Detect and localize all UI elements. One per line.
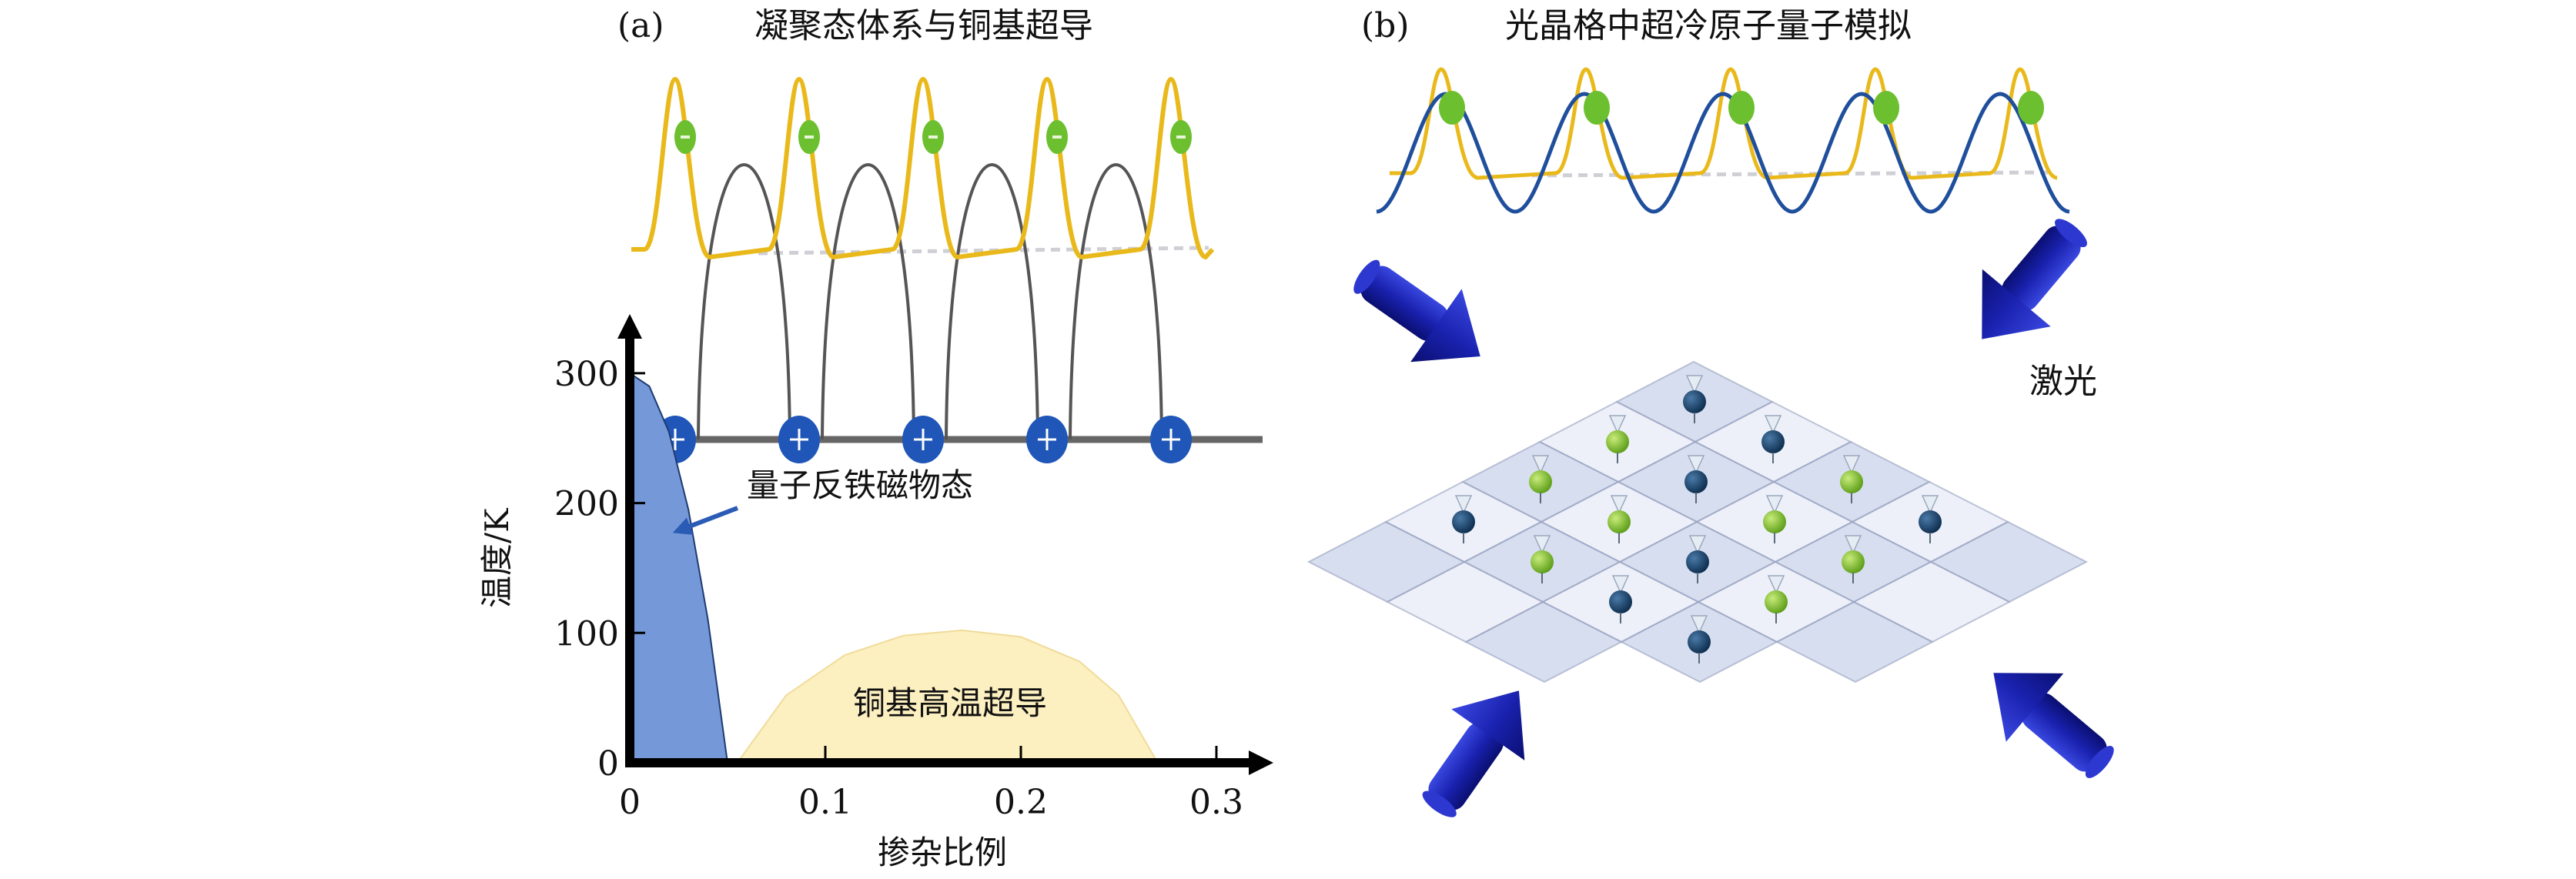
- x-tick-label: 0.1: [798, 783, 852, 822]
- laser-arrow-icon: [1993, 673, 2114, 778]
- laser-head: [1993, 673, 2064, 742]
- atom-icon: [1584, 91, 1610, 125]
- annotation-afm-arrow: [672, 506, 739, 535]
- y-axis-arrowhead: [617, 314, 642, 339]
- laser-shaft: [2021, 693, 2107, 772]
- y-tick-label: 300: [554, 355, 619, 394]
- y-tick-label: 200: [554, 485, 619, 524]
- laser-shaft-end: [2085, 746, 2114, 778]
- lattice-cell: [1464, 600, 1624, 683]
- potential-arch: [697, 163, 791, 440]
- spin-cone-icon: [1921, 495, 1939, 514]
- lattice-cell: [1775, 600, 1935, 683]
- laser-head: [1451, 690, 1525, 760]
- atom-icon: [1439, 91, 1465, 125]
- atom-spin-up-icon: [1529, 470, 1552, 493]
- laser-shaft: [1360, 266, 1449, 341]
- laser-shaft: [2002, 226, 2081, 312]
- atom-icon: [1873, 91, 1899, 125]
- electron-density-curve: [631, 76, 1215, 260]
- panel-a-label: (a): [617, 6, 664, 45]
- spin-cone-icon: [1454, 495, 1473, 514]
- laser-arrow-icon: [1982, 219, 2087, 339]
- laser-shaft: [1428, 722, 1504, 810]
- afm-phase-area: [629, 372, 729, 764]
- spin-cone-icon: [1842, 455, 1861, 474]
- laser-beams: [1353, 219, 2114, 817]
- spin-cone-icon: [1844, 535, 1862, 554]
- laser-shaft-end: [1422, 790, 1457, 817]
- atom-spin-down-icon: [1683, 390, 1706, 413]
- atom-spin-down-icon: [1688, 630, 1711, 653]
- chart-axes: [617, 314, 1273, 775]
- x-axis-arrowhead: [1249, 750, 1273, 775]
- annotation-sc-label: 铜基高温超导: [853, 684, 1047, 722]
- potential-arch: [1069, 163, 1163, 440]
- panel-b-title: 光晶格中超冷原子量子模拟: [1505, 6, 1912, 45]
- optical-lattice-2d: [1306, 360, 2089, 683]
- y-tick-label: 0: [597, 744, 619, 784]
- panel-b-label: (b): [1361, 6, 1410, 45]
- spin-cone-icon: [1533, 535, 1551, 554]
- potential-arch: [945, 163, 1039, 440]
- panel-b-header: (b) 光晶格中超冷原子量子模拟: [1361, 6, 1912, 45]
- optical-lattice-wave-diagram: [1376, 67, 2070, 214]
- atom-spin-down-icon: [1919, 510, 1942, 533]
- laser-arrow-icon: [1422, 690, 1525, 817]
- laser-label: 激光: [2029, 362, 2097, 401]
- panel-a-header: (a) 凝聚态体系与铜基超导: [617, 6, 1093, 45]
- chart-ticks: 0 0.1 0.2 0.3 0 100 200 300: [554, 355, 1243, 822]
- phase-diagram-chart: 0 0.1 0.2 0.3 0 100 200 300 量子反铁磁物态 铜基高温超导 掺杂比例…: [478, 314, 1273, 871]
- laser-head: [1410, 289, 1480, 363]
- atom-spin-up-icon: [1842, 550, 1865, 573]
- spin-cone-icon: [1685, 375, 1704, 394]
- x-tick-label: 0.3: [1189, 783, 1243, 822]
- spin-cone-icon: [1767, 575, 1785, 594]
- y-tick-label: 100: [554, 614, 619, 653]
- spin-cone-icon: [1531, 455, 1550, 474]
- spin-cone-icon: [1611, 575, 1630, 594]
- lattice-potential-wave: [1376, 92, 2070, 214]
- x-tick-label: 0.2: [994, 783, 1048, 822]
- y-axis-label: 温度/K: [478, 507, 516, 608]
- atom-spin-down-icon: [1686, 550, 1709, 573]
- atom-density-curve: [1390, 67, 2058, 180]
- sc-phase-area: [735, 629, 1159, 764]
- crystal-lattice-diagram: [630, 76, 1263, 463]
- atom-spin-up-icon: [1606, 430, 1629, 453]
- laser-shaft-end: [1353, 259, 1380, 294]
- spin-cone-icon: [1690, 615, 1708, 634]
- atom-spin-down-icon: [1761, 430, 1785, 453]
- x-tick-label: 0: [619, 783, 641, 822]
- laser-shaft-end: [2055, 219, 2087, 248]
- atom-spin-up-icon: [1840, 470, 1863, 493]
- spin-cone-icon: [1610, 495, 1628, 514]
- atom-spin-up-icon: [1607, 510, 1631, 533]
- atom-spin-up-icon: [1763, 510, 1786, 533]
- spin-cone-icon: [1688, 535, 1707, 554]
- potential-arch: [821, 163, 915, 440]
- spin-cone-icon: [1765, 495, 1784, 514]
- atom-spin-down-icon: [1609, 590, 1632, 613]
- atom-icon: [1728, 91, 1755, 125]
- x-axis-label: 掺杂比例: [878, 834, 1007, 871]
- spin-cone-icon: [1687, 455, 1705, 474]
- spin-cone-icon: [1608, 415, 1627, 434]
- atom-spin-down-icon: [1684, 470, 1708, 493]
- spin-cone-icon: [1764, 415, 1782, 434]
- phase-areas: [629, 372, 1159, 764]
- atom-spin-up-icon: [1765, 590, 1788, 613]
- atom-spin-up-icon: [1531, 550, 1554, 573]
- atom-icon: [2018, 91, 2044, 125]
- laser-arrow-icon: [1353, 259, 1480, 363]
- atom-spin-down-icon: [1452, 510, 1475, 533]
- laser-head: [1982, 269, 2051, 339]
- annotation-afm-label: 量子反铁磁物态: [747, 466, 973, 504]
- panel-a-title: 凝聚态体系与铜基超导: [754, 6, 1093, 45]
